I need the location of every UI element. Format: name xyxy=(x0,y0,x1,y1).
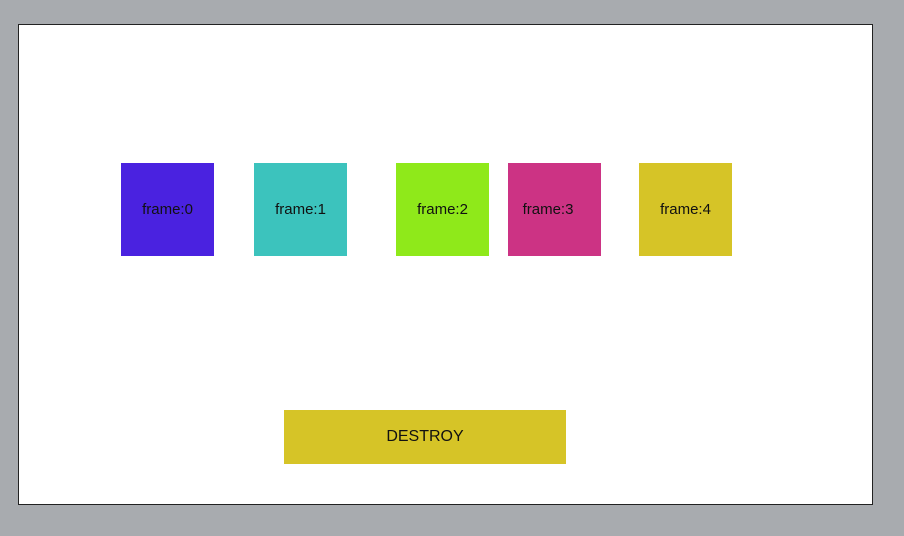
frame-box-1[interactable]: frame:1 xyxy=(254,163,347,256)
frame-label-4: frame:4 xyxy=(660,201,711,218)
destroy-button-label: DESTROY xyxy=(386,428,464,445)
canvas-stage: frame:0 frame:1 frame:2 frame:3 frame:4 … xyxy=(18,24,873,505)
frame-box-3[interactable]: frame:3 xyxy=(508,163,601,256)
frame-label-3: frame:3 xyxy=(522,201,574,218)
frame-box-0[interactable]: frame:0 xyxy=(121,163,214,256)
frame-box-4[interactable]: frame:4 xyxy=(639,163,732,256)
frame-label-1: frame:1 xyxy=(275,201,326,218)
frame-label-2: frame:2 xyxy=(417,201,468,218)
destroy-button[interactable]: DESTROY xyxy=(284,410,566,464)
frame-label-0: frame:0 xyxy=(142,201,193,218)
frame-box-2[interactable]: frame:2 xyxy=(396,163,489,256)
